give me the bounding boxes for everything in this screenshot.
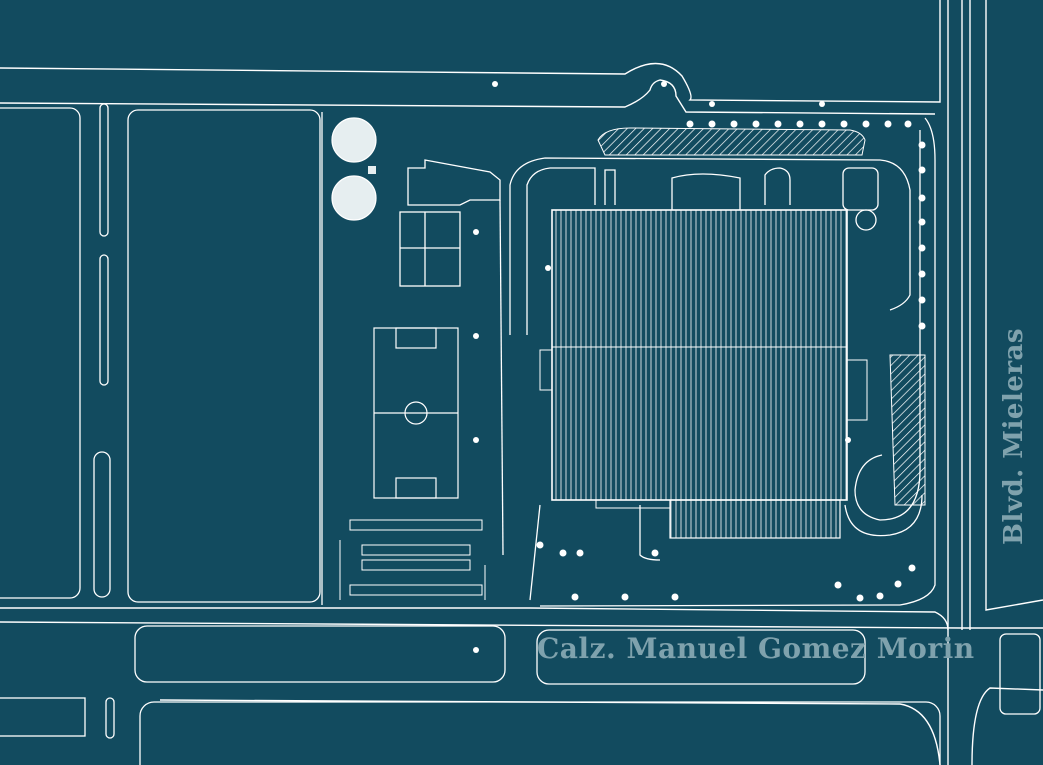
east-blvd-median	[985, 0, 1043, 611]
median-2	[99, 254, 109, 386]
east-corner-block	[999, 633, 1041, 715]
north-road-upper-edge	[0, 0, 941, 103]
north-road-lower-edge	[0, 79, 936, 115]
loop-road-mid	[604, 169, 616, 205]
utility-building	[399, 211, 461, 287]
loop-road-mid-2	[764, 167, 791, 205]
trees	[473, 81, 926, 653]
hatched-ramp-east	[889, 354, 926, 506]
main-building	[539, 209, 868, 539]
tank-small	[855, 209, 877, 231]
south-road-upper-edge	[0, 607, 949, 631]
water-tank-2	[331, 175, 377, 221]
hatched-parking-north	[597, 127, 866, 156]
soccer-field	[373, 327, 459, 499]
roundabout	[844, 494, 923, 537]
south-road-bottom-edge	[159, 699, 941, 765]
dock-canopy	[671, 173, 741, 210]
south-median-2	[536, 629, 866, 685]
ramp-left	[529, 504, 541, 601]
loop-road-inner	[526, 167, 596, 335]
street-label-blvd-mieleras: Blvd. Mieleras	[999, 327, 1029, 545]
parcel-west-2	[127, 109, 321, 603]
guard-house	[842, 167, 879, 211]
water-tanks	[331, 117, 377, 221]
south-median-small	[105, 697, 115, 739]
south-median	[134, 625, 506, 683]
street-label-calz-manuel-gomez-morin: Calz. Manuel Gomez Morin	[537, 632, 975, 665]
south-road-lower-edge	[0, 621, 1043, 629]
pump-house	[368, 166, 376, 174]
parking-lot	[339, 519, 486, 600]
south-road-right-edge	[971, 687, 1043, 765]
ramp-right	[639, 505, 661, 561]
parcel-west-1	[0, 107, 81, 599]
median-1	[99, 103, 109, 237]
loop-road-outer	[509, 157, 911, 335]
east-loop	[539, 117, 936, 607]
water-tank-1	[331, 117, 377, 163]
parcel-south-center	[139, 701, 941, 765]
parcel-south-west	[0, 697, 86, 737]
median-3	[93, 451, 111, 598]
annex-building	[407, 159, 501, 206]
